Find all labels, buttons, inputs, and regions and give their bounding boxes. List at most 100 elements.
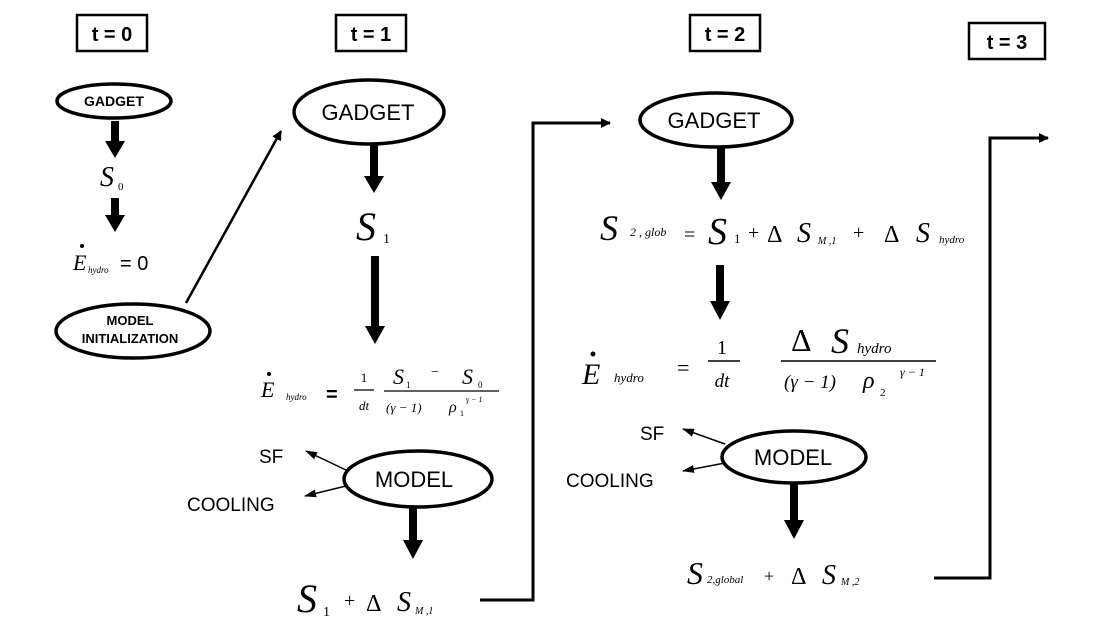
rho-subscript: 1 xyxy=(460,409,464,418)
model-label-t2: MODEL xyxy=(754,445,832,470)
thick-arrow xyxy=(711,148,731,200)
e-hydro-equation-t1: E hydro = 1 dt S 1 − S 0 (γ − 1) ρ 1 γ −… xyxy=(260,364,499,418)
model-init-line1: MODEL xyxy=(107,313,154,328)
arrow-to-cooling-t1 xyxy=(304,485,347,498)
gamma-exponent: γ − 1 xyxy=(466,395,483,404)
sf-label-t2: SF xyxy=(640,424,664,445)
e-subscript: hydro xyxy=(614,370,644,385)
numerator-one: 1 xyxy=(717,337,727,359)
s1-letter: S xyxy=(297,576,317,621)
s1-subscript: 1 xyxy=(323,605,330,620)
e-letter: E xyxy=(72,250,87,275)
time-derivative-dot xyxy=(267,372,271,376)
model-node-t1: MODEL xyxy=(342,449,494,509)
delta-s-letter: S xyxy=(397,587,411,618)
e-letter: E xyxy=(260,377,275,402)
s0-subscript: 0 xyxy=(478,380,483,390)
arrow-to-sf-t1 xyxy=(305,450,347,471)
arrow-to-sf-t2 xyxy=(682,428,726,445)
gamma-minus-one: (γ − 1) xyxy=(784,372,836,393)
e-hydro-equation-t2: E hydro = 1 dt Δ S hydro (γ − 1) ρ 2 γ −… xyxy=(581,321,936,399)
s2-global-plus-delta-sm2: S 2,global + Δ S M ,2 xyxy=(687,555,859,591)
delta: Δ xyxy=(791,322,812,358)
thick-arrow xyxy=(364,144,384,193)
s1-letter: S xyxy=(356,204,376,249)
time-label-t2-text: t = 2 xyxy=(705,24,746,46)
delta: Δ xyxy=(366,591,381,617)
thick-arrow xyxy=(105,121,125,158)
gadget-node-t0: GADGET xyxy=(55,82,173,120)
s2-glob-equation: S 2 , glob = S 1 + Δ S M ,1 + Δ S hydro xyxy=(600,208,965,253)
thick-arrow xyxy=(403,507,423,559)
s1-symbol: S 1 xyxy=(356,204,390,249)
numerator-s0: S xyxy=(462,364,473,389)
cooling-label-t1: COOLING xyxy=(187,495,275,516)
model-label-t1: MODEL xyxy=(375,467,453,492)
time-label-t1-text: t = 1 xyxy=(351,24,392,46)
cooling-label-t2: COOLING xyxy=(566,471,654,492)
gamma-minus-one: (γ − 1) xyxy=(386,400,422,415)
gamma-exponent: γ − 1 xyxy=(900,365,925,379)
rho: ρ xyxy=(862,368,875,394)
thick-arrow xyxy=(105,198,125,232)
s2-letter: S xyxy=(687,555,703,591)
time-derivative-dot xyxy=(590,351,596,357)
denominator-dt: dt xyxy=(715,371,731,392)
model-initialization-node: MODEL INITIALIZATION xyxy=(54,302,212,360)
connector-to-t3 xyxy=(934,133,1049,580)
time-label-t1: t = 1 xyxy=(334,13,408,53)
s2-global-subscript: 2,global xyxy=(707,574,743,586)
sm2-subscript: M ,2 xyxy=(840,577,859,588)
s0-subscript: 0 xyxy=(118,181,124,193)
s1-subscript: 1 xyxy=(406,380,411,390)
e-subscript: hydro xyxy=(286,392,307,402)
arrow-to-cooling-t2 xyxy=(682,462,726,473)
delta-s-letter: S xyxy=(831,321,849,361)
s1-letter: S xyxy=(708,211,727,253)
plus-sign: + xyxy=(764,566,774,586)
e-hydro-zero: E hydro = 0 xyxy=(72,244,148,275)
delta-s-letter: S xyxy=(797,218,811,249)
equals-sign: = xyxy=(326,384,338,406)
time-label-t0-text: t = 0 xyxy=(92,24,133,46)
s0-symbol: S 0 xyxy=(100,162,124,193)
time-label-t2: t = 2 xyxy=(688,13,762,53)
s2-glob-subscript: 2 , glob xyxy=(630,225,666,239)
time-label-t3: t = 3 xyxy=(967,21,1047,61)
delta: Δ xyxy=(884,222,899,248)
delta-s-letter: S xyxy=(916,218,930,249)
thick-arrow xyxy=(365,256,385,344)
gadget-node-t1: GADGET xyxy=(292,78,446,146)
gadget-label-t1: GADGET xyxy=(322,100,415,125)
rho: ρ xyxy=(448,399,457,416)
model-init-line2: INITIALIZATION xyxy=(82,331,179,346)
s-hydro-subscript: hydro xyxy=(939,234,965,246)
s1-plus-delta-sm1: S 1 + Δ S M ,1 xyxy=(297,576,433,621)
sf-label-t1: SF xyxy=(259,447,283,468)
s0-letter: S xyxy=(100,162,114,193)
delta: Δ xyxy=(791,564,806,590)
time-label-t3-text: t = 3 xyxy=(987,32,1028,54)
s1-subscript: 1 xyxy=(734,231,741,246)
plus-sign: + xyxy=(344,590,355,612)
connector-to-t2 xyxy=(480,118,611,602)
equals-sign: = xyxy=(684,224,695,246)
model-node-t2: MODEL xyxy=(720,429,868,485)
rho-subscript: 2 xyxy=(880,387,886,399)
equals-sign: = xyxy=(677,355,689,380)
thick-arrow xyxy=(784,483,804,539)
thick-arrow xyxy=(710,265,730,320)
gadget-label-t2: GADGET xyxy=(668,108,761,133)
time-derivative-dot xyxy=(80,244,84,248)
sm1-subscript: M ,1 xyxy=(414,606,433,617)
s-hydro-subscript: hydro xyxy=(857,341,892,357)
delta: Δ xyxy=(767,222,782,248)
sm1-subscript: M ,1 xyxy=(817,236,836,247)
plus-sign: + xyxy=(748,222,759,244)
s2-letter: S xyxy=(600,208,618,248)
plus-sign: + xyxy=(853,222,864,244)
equals-zero: = 0 xyxy=(120,253,148,275)
e-letter: E xyxy=(581,358,600,391)
